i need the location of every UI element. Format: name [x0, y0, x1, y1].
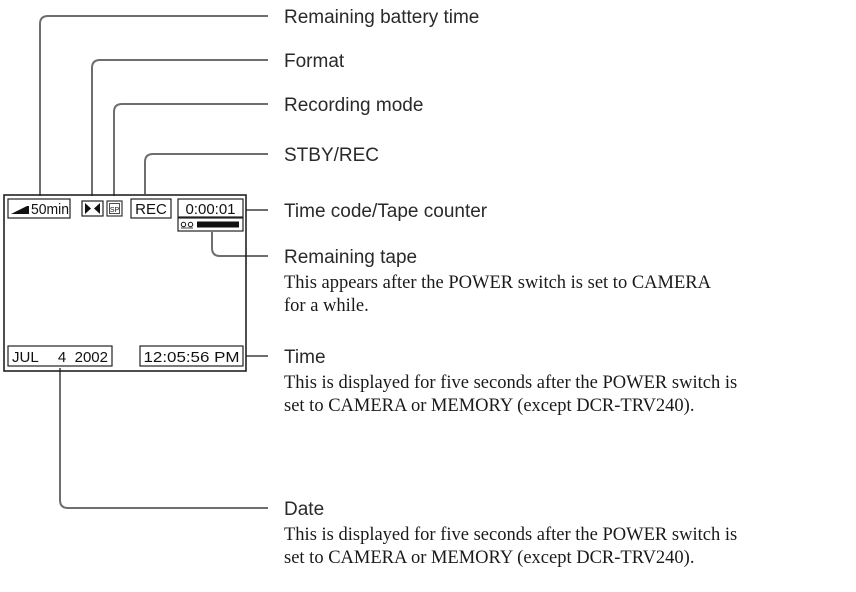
- time-description-line2: set to CAMERA or MEMORY (except DCR-TRV2…: [284, 396, 694, 416]
- remaining-tape-indicator: [177, 217, 244, 232]
- date-year: 2002: [75, 349, 108, 366]
- leader-recording-mode: [113, 103, 268, 196]
- callout-stby-rec: STBY/REC: [284, 145, 379, 166]
- screen-frame: [3, 194, 247, 372]
- rec-status: REC: [135, 201, 167, 218]
- callout-remaining-tape: Remaining tape: [284, 247, 417, 268]
- rec-box: [130, 198, 172, 219]
- time-indicator: 12:05:56 PM: [139, 345, 244, 367]
- leader-date: [59, 368, 268, 509]
- recording-mode-box: [106, 200, 123, 217]
- callout-format: Format: [284, 51, 345, 72]
- remaining-tape-description-line2: for a while.: [284, 296, 369, 316]
- time-value: 12:05:56 PM: [144, 350, 240, 366]
- date-description-line1: This is displayed for five seconds after…: [284, 525, 737, 545]
- cassette-icon: [180, 221, 194, 229]
- battery-icon: [11, 206, 29, 214]
- leader-stby-rec: [144, 153, 268, 194]
- callout-remaining-battery-time: Remaining battery time: [284, 7, 479, 28]
- battery-box: [7, 198, 71, 219]
- callout-date: Date: [284, 499, 324, 520]
- date-box: [7, 345, 113, 367]
- recording-mode-indicator: SP: [106, 200, 123, 217]
- date-month: JUL: [12, 349, 39, 366]
- leader-remaining-battery: [39, 15, 268, 196]
- leader-lines: [39, 15, 268, 509]
- sp-inner-box: [109, 203, 120, 214]
- date-description-line2: set to CAMERA or MEMORY (except DCR-TRV2…: [284, 548, 694, 568]
- time-code-value: 0:00:01: [185, 201, 235, 218]
- remaining-tape-box: [177, 217, 244, 232]
- leader-remaining-tape: [211, 232, 268, 257]
- callout-time: Time: [284, 347, 326, 368]
- time-description-line1: This is displayed for five seconds after…: [284, 373, 737, 393]
- time-code-indicator: 0:00:01: [177, 198, 244, 218]
- remaining-tape-bar: [197, 221, 239, 228]
- date-indicator: JUL 4 2002: [7, 345, 113, 367]
- leader-format: [91, 59, 268, 196]
- format-box: [81, 200, 104, 217]
- recording-mode-value: SP: [110, 207, 120, 214]
- digital8-format-icon: [85, 203, 100, 214]
- callouts: Remaining battery time Format Recording …: [284, 7, 737, 568]
- battery-remaining-value: 50min: [31, 202, 69, 218]
- remaining-tape-description-line1: This appears after the POWER switch is s…: [284, 273, 712, 293]
- time-box: [139, 345, 244, 367]
- viewfinder-screen: 50min SP REC 0:00:01: [3, 194, 247, 372]
- battery-indicator: 50min: [7, 198, 71, 219]
- format-indicator: [81, 200, 104, 217]
- time-code-box: [177, 198, 244, 218]
- stby-rec-indicator: REC: [130, 198, 172, 219]
- callout-recording-mode: Recording mode: [284, 95, 423, 116]
- callout-time-code: Time code/Tape counter: [284, 201, 488, 222]
- date-day: 4: [58, 349, 66, 366]
